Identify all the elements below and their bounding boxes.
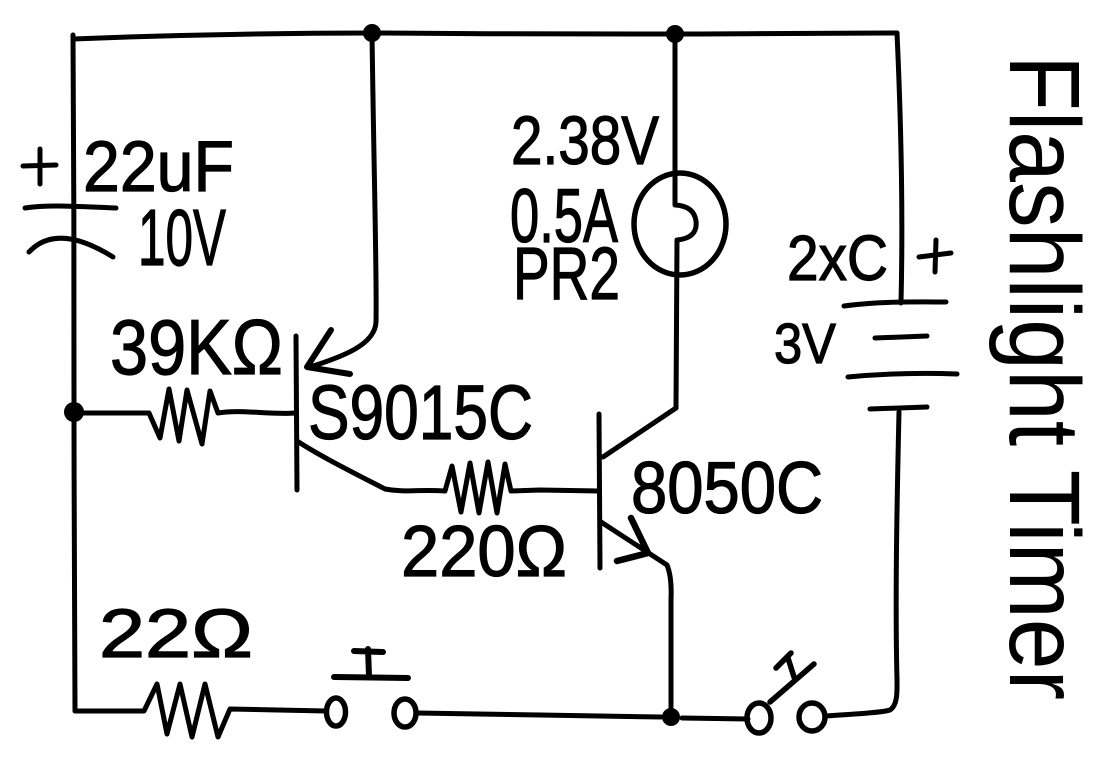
svg-text:Flashlight Timer: Flashlight Timer <box>988 55 1100 700</box>
svg-text:22uF: 22uF <box>83 128 234 207</box>
svg-text:2xC: 2xC <box>787 222 888 294</box>
svg-text:3V: 3V <box>774 312 836 376</box>
svg-text:PR2: PR2 <box>513 232 620 315</box>
svg-text:0.5A: 0.5A <box>510 174 618 259</box>
svg-text:2.38V: 2.38V <box>511 102 659 179</box>
svg-text:39KΩ: 39KΩ <box>110 303 283 391</box>
svg-text:22Ω: 22Ω <box>99 595 253 672</box>
svg-text:220Ω: 220Ω <box>401 512 567 592</box>
svg-text:10V: 10V <box>138 193 226 282</box>
svg-text:S9015C: S9015C <box>308 370 533 456</box>
svg-text:8050C: 8050C <box>631 448 823 529</box>
